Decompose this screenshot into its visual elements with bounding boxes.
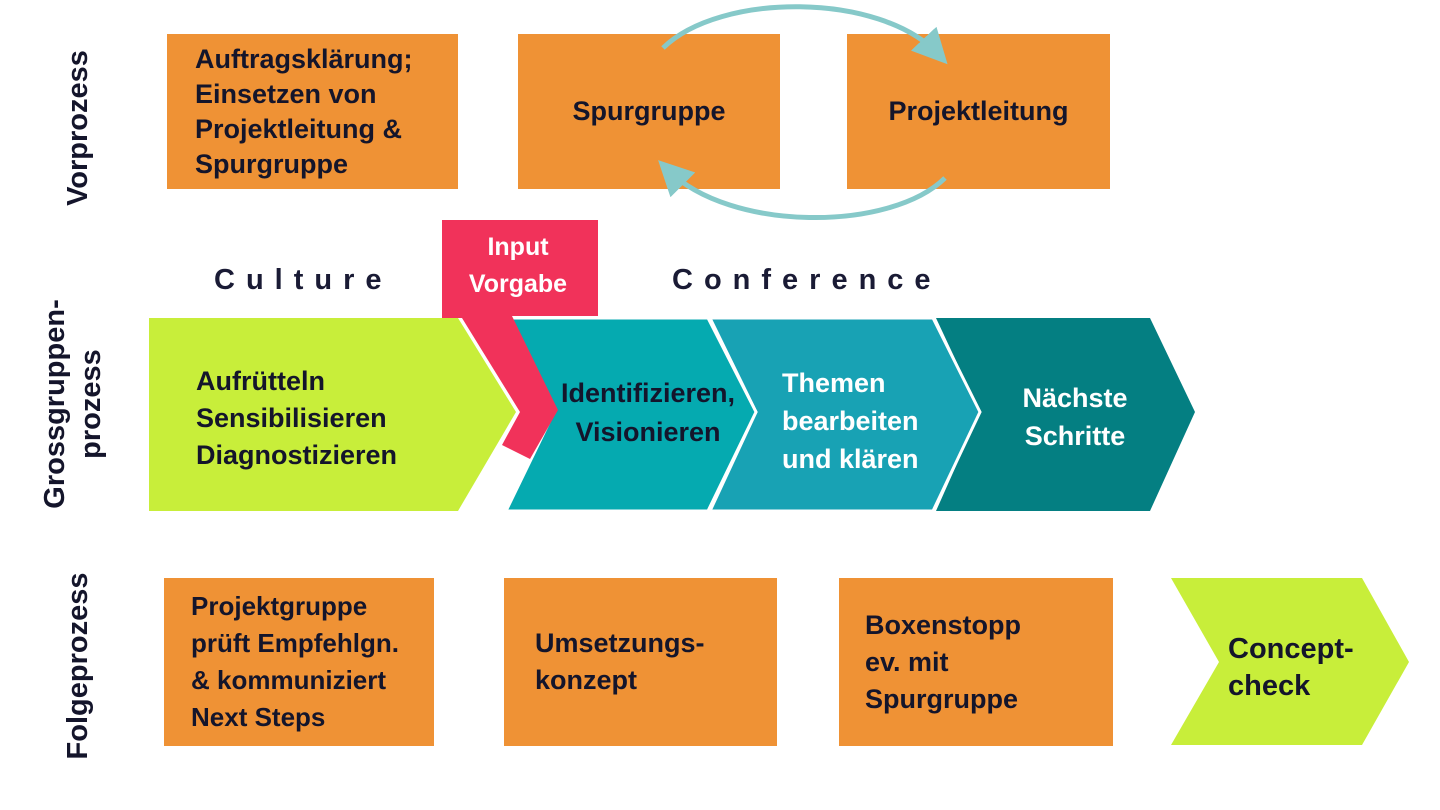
box-projektgruppe: Projektgruppe prüft Empfehlgn. & kommuni… — [164, 578, 434, 746]
concept-check-line1: Concept- — [1228, 633, 1354, 665]
chevron-aufruetteln — [149, 318, 516, 511]
box-auftragsklaerung: Auftragsklärung; Einsetzen von Projektle… — [167, 34, 458, 189]
stage3-line3: und klären — [782, 444, 919, 474]
stage1-line1: Aufrütteln — [196, 366, 325, 396]
cycle-arrow-bottom — [658, 160, 947, 221]
box-spurgruppe: Spurgruppe — [518, 34, 780, 189]
stage1-line2: Sensibilisieren — [196, 403, 387, 433]
input-vorgabe-line2: Vorgabe — [469, 270, 567, 298]
stage4-line1: Nächste — [1022, 383, 1127, 413]
chevron-naechste-schritte — [936, 318, 1195, 511]
label-conference: Conference — [672, 264, 942, 296]
stage1-line3: Diagnostizieren — [196, 440, 397, 470]
box-boxenstopp-text: Boxenstopp ev. mit Spurgruppe — [865, 609, 1022, 714]
stage3-line2: bearbeiten — [782, 406, 919, 436]
cycle-arrow-top — [661, 4, 948, 65]
chevron-concept-check — [1171, 578, 1409, 745]
box-projektleitung-text: Projektleitung — [888, 96, 1069, 126]
box-boxenstopp: Boxenstopp ev. mit Spurgruppe — [839, 578, 1113, 746]
stage4-line2: Schritte — [1025, 421, 1126, 451]
box-spurgruppe-text: Spurgruppe — [572, 96, 726, 126]
stage2-line1: Identifizieren, — [561, 378, 735, 408]
stage2-line2: Visionieren — [575, 417, 720, 447]
concept-check-line2: check — [1228, 670, 1311, 702]
box-umsetzungskonzept-text: Umsetzungs- konzept — [535, 628, 705, 695]
stage3-line1: Themen — [782, 368, 886, 398]
input-vorgabe-arrow — [442, 220, 598, 459]
box-projektgruppe-text: Projektgruppe prüft Empfehlgn. & kommuni… — [191, 591, 399, 732]
label-culture: Culture — [214, 264, 393, 296]
box-projektleitung: Projektleitung — [847, 34, 1110, 189]
box-auftragsklaerung-text: Auftragsklärung; Einsetzen von Projektle… — [195, 43, 413, 179]
input-vorgabe-line1: Input — [487, 233, 549, 261]
box-umsetzungskonzept: Umsetzungs- konzept — [504, 578, 777, 746]
